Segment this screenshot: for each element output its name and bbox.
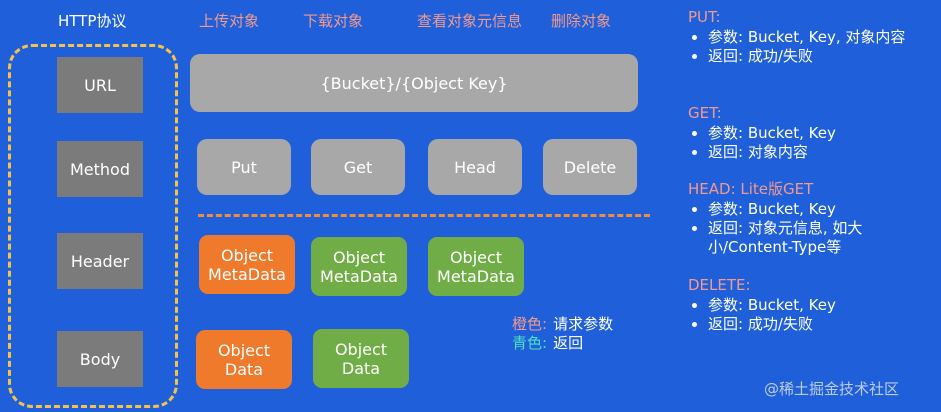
legend-response-key: 青色: — [512, 334, 548, 352]
method-put: Put — [197, 139, 291, 195]
detail-delete-heading: DELETE: — [688, 276, 751, 294]
method-delete: Delete — [543, 139, 637, 195]
detail-put-param: 参数: Bucket, Key, 对象内容 — [708, 28, 933, 47]
op-header-head: 查看对象元信息 — [417, 12, 523, 30]
url-bar: {Bucket}/{Object Key} — [190, 54, 638, 112]
detail-head-return: 返回: 对象元信息, 如大小/Content-Type等 — [708, 219, 933, 257]
detail-delete-param: 参数: Bucket, Key — [708, 296, 933, 315]
detail-get: GET: 参数: Bucket, Key 返回: 对象内容 — [688, 104, 933, 162]
method-head: Head — [428, 139, 522, 195]
legend-request-value: 请求参数 — [553, 315, 614, 333]
detail-get-heading: GET: — [688, 104, 722, 122]
detail-head: HEAD: Lite版GET 参数: Bucket, Key 返回: 对象元信息… — [688, 180, 933, 257]
detail-get-param: 参数: Bucket, Key — [708, 124, 933, 143]
detail-delete-return: 返回: 成功/失败 — [708, 315, 933, 334]
protocol-title: HTTP协议 — [58, 12, 127, 30]
detail-put-return: 返回: 成功/失败 — [708, 47, 933, 66]
legend-response: 青色: 返回 — [512, 332, 583, 353]
op-header-download: 下载对象 — [303, 12, 364, 30]
detail-head-param: 参数: Bucket, Key — [708, 200, 933, 219]
protocol-part-header: Header — [57, 233, 143, 289]
legend-request: 橙色: 请求参数 — [512, 313, 613, 334]
protocol-part-body: Body — [57, 331, 143, 387]
protocol-part-method: Method — [57, 141, 143, 197]
legend-request-key: 橙色: — [512, 315, 548, 333]
protocol-group-outline — [8, 44, 178, 408]
detail-put-heading: PUT: — [688, 8, 721, 26]
header-divider — [198, 214, 650, 217]
protocol-part-url: URL — [57, 57, 143, 113]
watermark: @稀土掘金技术社区 — [764, 380, 900, 398]
op-header-upload: 上传对象 — [199, 12, 260, 30]
method-get: Get — [311, 139, 405, 195]
op-header-delete: 删除对象 — [551, 12, 612, 30]
detail-put: PUT: 参数: Bucket, Key, 对象内容 返回: 成功/失败 — [688, 8, 933, 66]
detail-get-return: 返回: 对象内容 — [708, 143, 933, 162]
legend-response-value: 返回 — [553, 334, 584, 352]
detail-delete: DELETE: 参数: Bucket, Key 返回: 成功/失败 — [688, 276, 933, 334]
detail-head-heading: HEAD: Lite版GET — [688, 180, 814, 198]
